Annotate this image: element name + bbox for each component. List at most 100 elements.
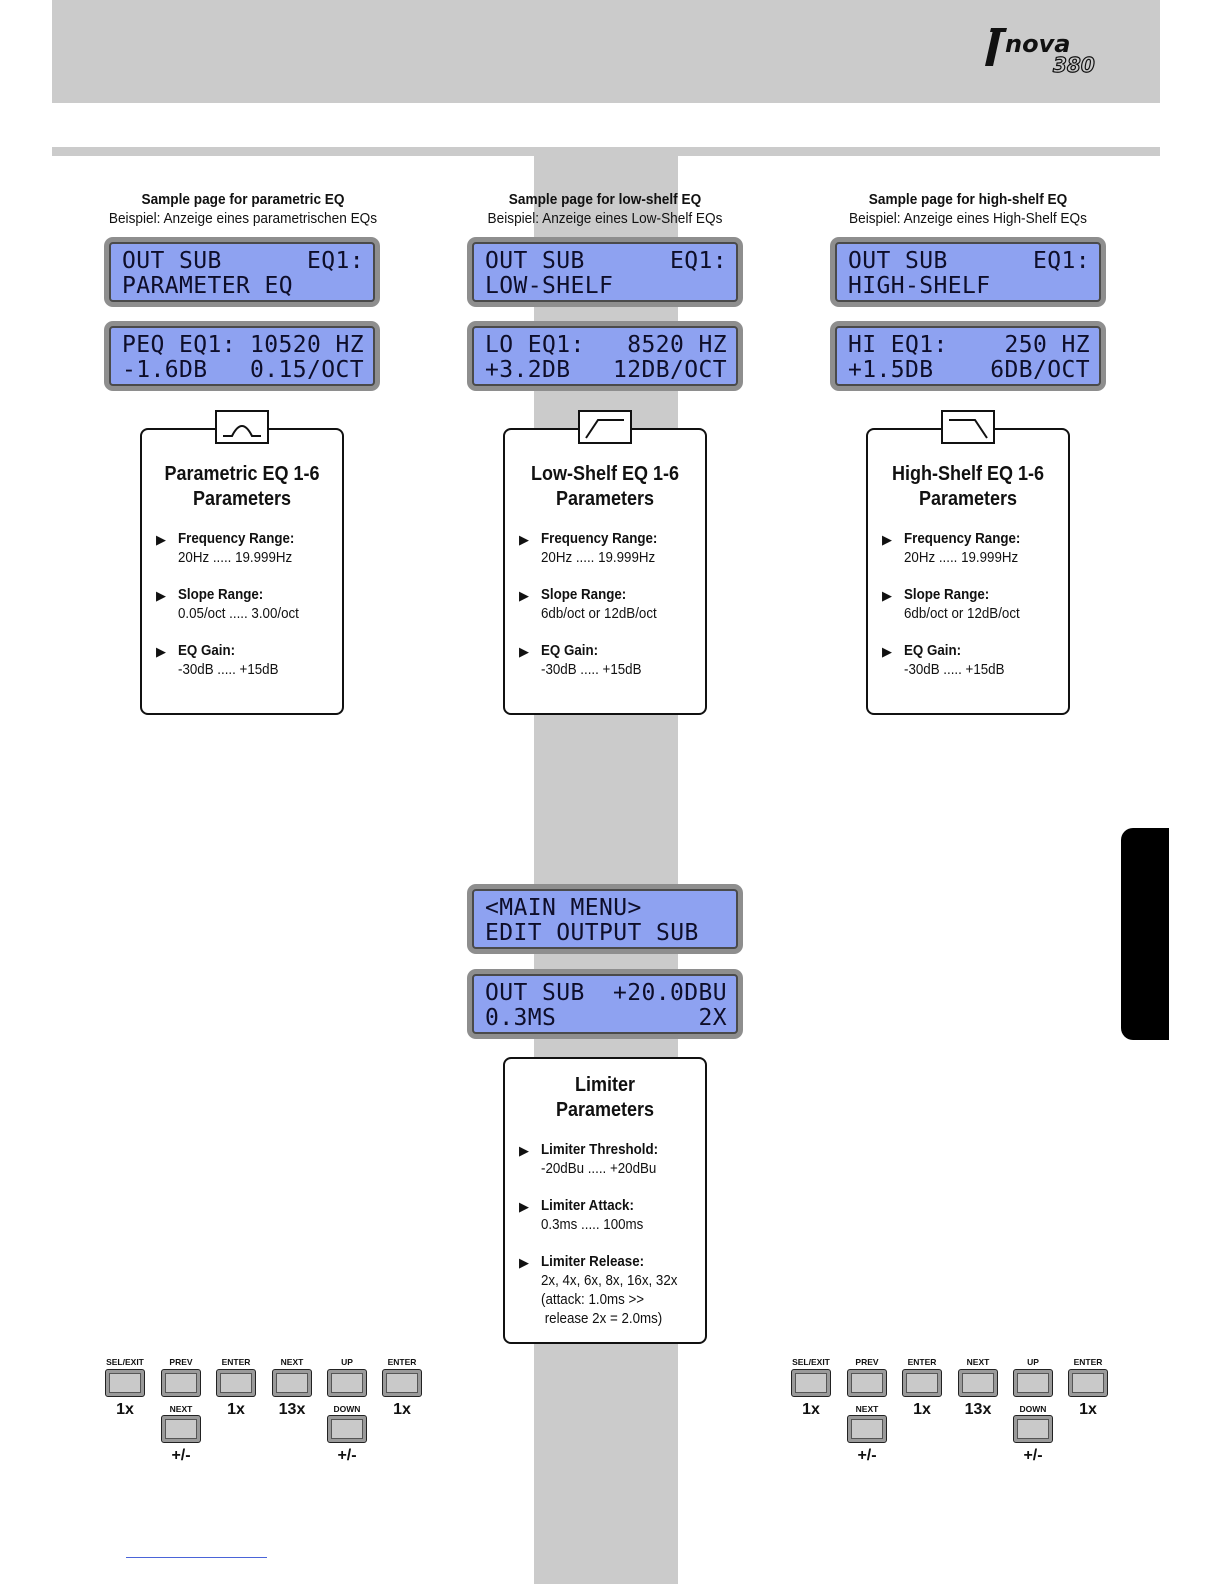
param-label: EQ Gain: [541, 643, 599, 659]
next-button[interactable] [847, 1415, 887, 1443]
lcd-text: EDIT OUTPUT SUB [485, 920, 699, 946]
panel-title: High-Shelf EQ 1-6 [891, 463, 1045, 485]
panel-title: Low-Shelf EQ 1-6 [530, 463, 680, 485]
lcd-text: 0.3MS [485, 1005, 557, 1031]
header-divider [52, 147, 1160, 156]
button-label: NEXT [966, 1357, 990, 1367]
press-count: 1x [1079, 1401, 1097, 1418]
enter-button[interactable] [902, 1369, 942, 1397]
next-button[interactable] [272, 1369, 312, 1397]
down-button[interactable] [1013, 1415, 1053, 1443]
panel-title: Parametric EQ 1-6 [164, 463, 320, 485]
param-limiter-attack: ▶ Limiter Attack: 0.3ms ..... 100ms [505, 1197, 705, 1235]
param-value: -20dBu ..... +20dBu [541, 1161, 657, 1177]
param-value: -30dB ..... +15dB [178, 662, 279, 678]
param-slope-range: ▶Slope Range:6db/oct or 12dB/oct [868, 586, 1068, 624]
press-count: +/- [1023, 1447, 1043, 1464]
press-count: 1x [802, 1401, 820, 1418]
param-limiter-threshold: ▶Limiter Threshold:-20dBu ..... +20dBu [505, 1141, 705, 1179]
button-label: ENTER [1073, 1357, 1103, 1367]
lcd-text: +20.0DBU [613, 980, 727, 1006]
press-count: +/- [857, 1447, 877, 1464]
down-button[interactable] [327, 1415, 367, 1443]
low-shelf-parameters-panel: Low-Shelf EQ 1-6 Parameters ▶Frequency R… [503, 428, 707, 715]
lcd-text: 6DB/OCT [990, 357, 1090, 383]
bullet-arrow-icon: ▶ [156, 644, 166, 659]
caption-subtitle: Beispiel: Anzeige eines Low-Shelf EQs [487, 211, 723, 227]
next-button[interactable] [161, 1415, 201, 1443]
button-label: ENTER [387, 1357, 417, 1367]
lcd-text: +1.5DB [848, 357, 934, 383]
caption-title: Sample page for low-shelf EQ [508, 192, 702, 208]
param-limiter-release: ▶Limiter Release:2x, 4x, 6x, 8x, 16x, 32… [505, 1253, 705, 1329]
bullet-arrow-icon: ▶ [519, 532, 529, 547]
lcd-text: -1.6DB [122, 357, 208, 383]
brand-logo: nova 380 [985, 26, 1115, 78]
caption-subtitle: Beispiel: Anzeige eines parametrischen E… [108, 211, 378, 227]
lcd-text: HIGH-SHELF [848, 273, 991, 299]
bullet-arrow-icon: ▶ [882, 532, 892, 547]
bullet-arrow-icon: ▶ [156, 588, 166, 603]
parametric-parameters-panel: Parametric EQ 1-6 Parameters ▶Frequency … [140, 428, 344, 715]
sel-exit-button[interactable] [791, 1369, 831, 1397]
button-label: NEXT [855, 1404, 879, 1414]
enter-button[interactable] [216, 1369, 256, 1397]
lcd-text: OUT SUB [122, 248, 222, 274]
bullet-arrow-icon: ▶ [519, 644, 529, 659]
caption-subtitle: Beispiel: Anzeige eines High-Shelf EQs [849, 211, 1087, 227]
press-count: 1x [116, 1401, 134, 1418]
panel-title: Limiter [574, 1074, 636, 1096]
panel-subtitle: Parameters [192, 488, 292, 510]
button-label: UP [1027, 1357, 1039, 1367]
prev-button[interactable] [847, 1369, 887, 1397]
lcd-text: EQ1: [1033, 248, 1090, 274]
high-shelf-icon [941, 410, 995, 444]
lcd-text: 2X [698, 1005, 727, 1031]
param-value: -30dB ..... +15dB [541, 662, 642, 678]
panel-subtitle: Parameters [555, 1099, 655, 1121]
param-frequency-range: ▶Frequency Range:20Hz ..... 19.999Hz [868, 530, 1068, 568]
lcd-text: PEQ EQ1: [122, 332, 236, 358]
section-tab[interactable] [1121, 828, 1169, 1040]
button-label: SEL/EXIT [792, 1357, 830, 1367]
param-label: EQ Gain: [904, 643, 962, 659]
sel-exit-button[interactable] [105, 1369, 145, 1397]
param-label: Limiter Attack: [541, 1198, 634, 1214]
button-label: ENTER [221, 1357, 251, 1367]
lcd-text: EQ1: [307, 248, 364, 274]
press-count: +/- [171, 1447, 191, 1464]
button-sequence-left: SEL/EXIT 1x PREV NEXT +/- ENTER 1x NEXT … [100, 1357, 430, 1467]
button-label: DOWN [333, 1404, 361, 1414]
high-shelf-parameters-panel: High-Shelf EQ 1-6 Parameters ▶Frequency … [866, 428, 1070, 715]
param-value: 0.05/oct ..... 3.00/oct [178, 606, 299, 622]
up-button[interactable] [1013, 1369, 1053, 1397]
bullet-arrow-icon: ▶ [519, 1199, 529, 1214]
enter-button[interactable] [382, 1369, 422, 1397]
next-button[interactable] [958, 1369, 998, 1397]
caption-parametric: Sample page for parametric EQ Beispiel: … [102, 191, 384, 229]
lcd-text: 250 HZ [1004, 332, 1090, 358]
prev-button[interactable] [161, 1369, 201, 1397]
param-value: 20Hz ..... 19.999Hz [904, 550, 1019, 566]
press-count: 13x [278, 1401, 306, 1418]
lcd-display-main-menu: <MAIN MENU> EDIT OUTPUT SUB [467, 884, 743, 954]
enter-button[interactable] [1068, 1369, 1108, 1397]
lcd-text: 12DB/OCT [613, 357, 727, 383]
button-label: UP [341, 1357, 353, 1367]
press-count: +/- [337, 1447, 357, 1464]
up-button[interactable] [327, 1369, 367, 1397]
low-shelf-icon [578, 410, 632, 444]
caption-title: Sample page for high-shelf EQ [868, 192, 1068, 208]
param-frequency-range: ▶Frequency Range:20Hz ..... 19.999Hz [505, 530, 705, 568]
param-value: 6db/oct or 12dB/oct [904, 606, 1020, 622]
lcd-text: <MAIN MENU> [485, 895, 642, 921]
button-sequence-right: SEL/EXIT 1x PREV NEXT +/- ENTER 1x NEXT … [786, 1357, 1116, 1467]
param-value: 0.3ms ..... 100ms [541, 1217, 644, 1233]
press-count: 1x [227, 1401, 245, 1418]
lcd-text: OUT SUB [485, 248, 585, 274]
